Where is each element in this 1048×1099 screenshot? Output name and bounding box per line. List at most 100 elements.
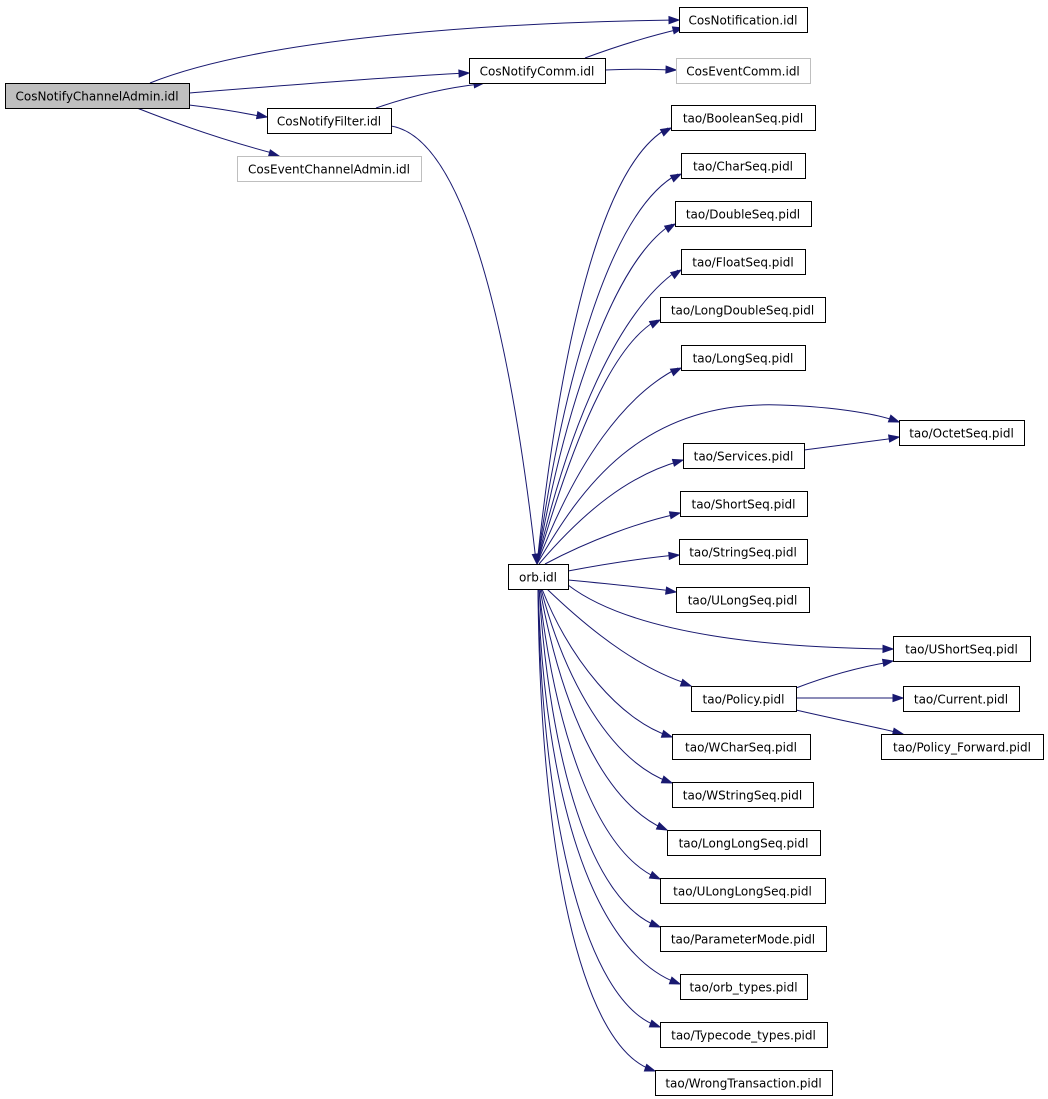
edge-cosnotifycomm-to-coseventcomm (604, 65, 678, 74)
node-wcharseq[interactable]: tao/WCharSeq.pidl (672, 734, 811, 760)
node-box (680, 491, 808, 517)
node-coseventchanneladmin: CosEventChannelAdmin.idl (237, 156, 422, 182)
edge-orb-to-wcharseq (541, 588, 674, 738)
node-booleanseq[interactable]: tao/BooleanSeq.pidl (671, 105, 816, 131)
edge-line (536, 127, 669, 565)
node-label: CosNotifyComm.idl (480, 65, 595, 79)
node-doubleseq[interactable]: tao/DoubleSeq.pidl (675, 201, 812, 227)
node-cosnotifycomm[interactable]: CosNotifyComm.idl (469, 58, 606, 84)
edge-line (567, 554, 677, 572)
node-services[interactable]: tao/Services.pidl (683, 443, 805, 469)
edge-line (536, 269, 679, 565)
edge-line (584, 28, 681, 59)
edge-line (390, 125, 537, 562)
edge-line (149, 19, 677, 84)
node-box (683, 443, 805, 469)
nodes-layer: CosNotifyChannelAdmin.idl CosNotification… (5, 7, 1044, 1096)
node-longseq[interactable]: tao/LongSeq.pidl (681, 345, 806, 371)
node-box (672, 734, 811, 760)
arrowhead-icon (668, 511, 682, 520)
node-label: tao/orb_types.pidl (689, 981, 797, 995)
node-orb[interactable]: orb.idl (508, 564, 569, 590)
arrowhead-icon (643, 1063, 657, 1072)
node-label: CosNotifyChannelAdmin.idl (15, 90, 178, 104)
node-box (881, 734, 1044, 760)
arrowhead-icon (665, 586, 678, 595)
arrowhead-icon (679, 678, 693, 687)
arrowhead-icon (665, 65, 678, 74)
node-box (672, 782, 814, 808)
arrowhead-icon (659, 127, 673, 137)
node-label: tao/CharSeq.pidl (693, 160, 793, 174)
edge-orb-to-stringseq (567, 551, 681, 572)
node-typecode-types[interactable]: tao/Typecode_types.pidl (660, 1022, 828, 1048)
edge-policy-to-current (796, 693, 905, 703)
node-wrongtransaction[interactable]: tao/WrongTransaction.pidl (655, 1070, 833, 1096)
node-label: CosEventChannelAdmin.idl (248, 163, 410, 177)
node-ulongseq[interactable]: tao/ULongSeq.pidl (676, 587, 810, 613)
arrowhead-icon (882, 644, 895, 654)
edge-orb-to-octetseq (536, 404, 901, 565)
edge-line (536, 173, 679, 565)
node-policy[interactable]: tao/Policy.pidl (691, 686, 797, 712)
node-orb-types[interactable]: tao/orb_types.pidl (680, 974, 808, 1000)
node-label: tao/Services.pidl (694, 450, 794, 464)
node-label: tao/Typecode_types.pidl (671, 1029, 816, 1043)
arrowhead-icon (669, 173, 683, 183)
node-box (681, 345, 806, 371)
arrowhead-icon (663, 223, 677, 234)
edge-line (537, 588, 658, 1027)
edge-orb-to-doubleseq (536, 223, 677, 565)
node-label: tao/DoubleSeq.pidl (686, 208, 800, 222)
node-longdoubleseq[interactable]: tao/LongDoubleSeq.pidl (660, 297, 826, 323)
node-cosnotifyfilter[interactable]: CosNotifyFilter.idl (267, 108, 392, 134)
node-label: tao/Policy.pidl (703, 693, 785, 707)
node-label: tao/Policy_Forward.pidl (893, 741, 1031, 755)
node-label: tao/StringSeq.pidl (689, 546, 797, 560)
node-label: CosEventComm.idl (686, 65, 800, 79)
node-label: tao/LongLongSeq.pidl (679, 837, 809, 851)
node-ushortseq[interactable]: tao/UShortSeq.pidl (893, 636, 1031, 662)
node-parametermode[interactable]: tao/ParameterMode.pidl (660, 926, 827, 952)
node-label: tao/WStringSeq.pidl (683, 789, 802, 803)
node-floatseq[interactable]: tao/FloatSeq.pidl (681, 249, 806, 275)
node-cosnotification[interactable]: CosNotification.idl (679, 7, 808, 33)
node-wstringseq[interactable]: tao/WStringSeq.pidl (672, 782, 814, 808)
edge-orb-to-ulonglongseq (538, 588, 662, 880)
edge-line (540, 588, 670, 783)
node-charseq[interactable]: tao/CharSeq.pidl (681, 153, 806, 179)
node-current[interactable]: tao/Current.pidl (903, 686, 1020, 712)
edge-line (536, 223, 673, 565)
arrowhead-icon (887, 414, 901, 423)
node-box (469, 58, 606, 84)
edge-orb-to-wrongtransaction (537, 588, 657, 1072)
node-box (660, 926, 827, 952)
node-shortseq[interactable]: tao/ShortSeq.pidl (680, 491, 808, 517)
edge-orb-to-typecode_types (537, 588, 662, 1028)
node-policy-forward[interactable]: tao/Policy_Forward.pidl (881, 734, 1044, 760)
arrowhead-icon (648, 1019, 662, 1028)
node-ulonglongseq[interactable]: tao/ULongLongSeq.pidl (660, 878, 826, 904)
node-box (679, 539, 808, 565)
edge-orb-to-orb_types (537, 588, 682, 985)
arrowhead-icon (669, 269, 683, 280)
node-stringseq[interactable]: tao/StringSeq.pidl (679, 539, 808, 565)
edge-line (544, 513, 678, 565)
edge-line (604, 68, 674, 71)
node-label: tao/ParameterMode.pidl (671, 933, 815, 947)
node-octetseq[interactable]: tao/OctetSeq.pidl (899, 420, 1025, 446)
node-root[interactable]: CosNotifyChannelAdmin.idl (5, 83, 190, 109)
edge-line (538, 460, 681, 565)
node-label: tao/LongDoubleSeq.pidl (671, 304, 814, 318)
edge-orb-to-policy (546, 588, 693, 687)
edge-root-to-cosnotifyfilter (188, 104, 269, 120)
node-box (667, 830, 821, 856)
node-box (903, 686, 1020, 712)
node-box (675, 201, 812, 227)
node-box (681, 153, 806, 179)
edge-orb-to-longdoubleseq (536, 319, 662, 565)
node-longlongseq[interactable]: tao/LongLongSeq.pidl (667, 830, 821, 856)
edge-cosnotifyfilter-to-cosnotifycomm (375, 80, 486, 109)
node-label: tao/FloatSeq.pidl (692, 256, 793, 270)
arrowhead-icon (668, 15, 681, 25)
